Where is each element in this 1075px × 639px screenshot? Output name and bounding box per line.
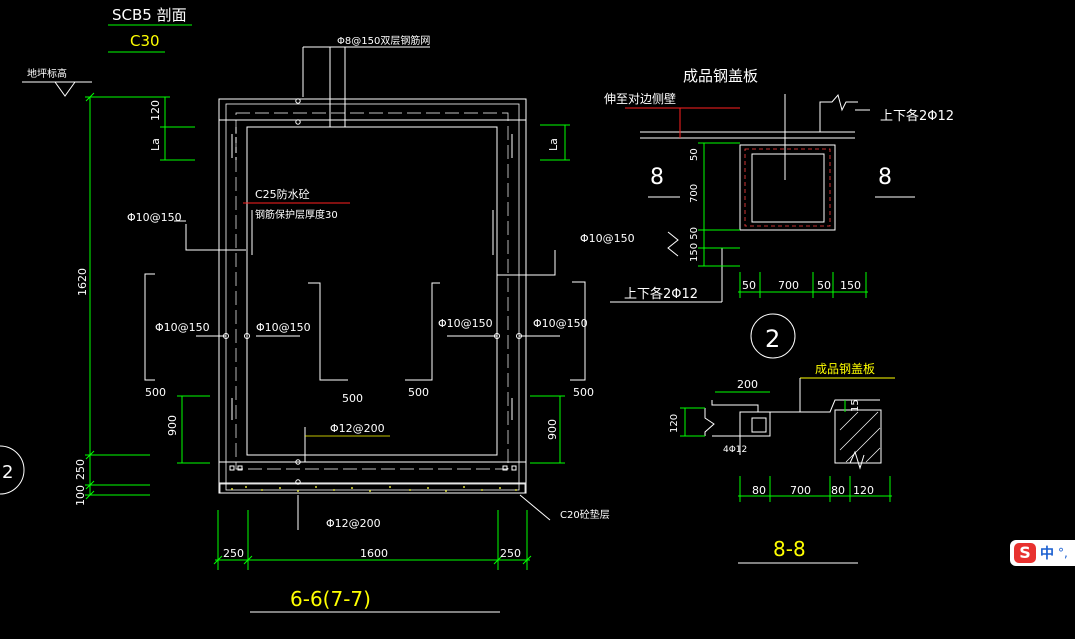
partial-circle-num: 2 <box>2 462 13 483</box>
ground-marker <box>22 81 92 97</box>
top-bottom-left: 上下各2Φ12 <box>624 286 698 302</box>
c20-leader <box>519 494 551 521</box>
phi10-left-top: Φ10@150 <box>127 211 182 224</box>
d8-50: 50 <box>742 279 756 292</box>
top-bottom-right: 上下各2Φ12 <box>880 108 954 124</box>
dim-900-right: 900 <box>546 419 559 440</box>
cushion-hatch <box>219 483 526 494</box>
h8-150-50: 150 50 <box>689 227 700 262</box>
bot-1600: 1600 <box>360 547 388 560</box>
sogou-logo-icon[interactable]: S <box>1014 543 1036 563</box>
extend-wall-label: 伸至对边侧壁 <box>604 91 676 106</box>
h8-50b: 50 <box>817 279 831 292</box>
d2-120: 120 <box>669 414 680 433</box>
detail-top-dims <box>698 142 868 298</box>
rebar-stubs <box>231 134 513 420</box>
hatch <box>839 411 881 463</box>
h8-150: 150 <box>840 279 861 292</box>
section-8-right: 8 <box>878 165 892 190</box>
dim-500-b: 500 <box>342 392 363 405</box>
ime-language[interactable]: 中 <box>1040 546 1054 562</box>
la-right: La <box>547 138 560 151</box>
title-88: 8-8 <box>773 537 806 561</box>
text-layer: SCB5 剖面 C30 地坪标高 Φ8@150双层钢筋网 C25防水砼 钢筋保护… <box>2 6 954 611</box>
ime-status-bar[interactable]: S 中 °, <box>1010 540 1075 566</box>
view-title: 6-6(7-7) <box>290 587 371 611</box>
section-title: SCB5 剖面 <box>112 6 187 24</box>
top-rebar-leader <box>302 46 430 127</box>
detail-top <box>610 93 915 303</box>
b2-80b: 80 <box>831 484 845 497</box>
cover-plate-label: 成品钢盖板 <box>815 362 875 376</box>
bot-250-right: 250 <box>500 547 521 560</box>
phi12-top: Φ12@200 <box>330 422 385 435</box>
circle-num: 2 <box>765 325 780 353</box>
bot-250-left: 250 <box>223 547 244 560</box>
la-left: La <box>149 138 162 151</box>
inner-chamber <box>246 126 498 456</box>
dim-500-a: 500 <box>145 386 166 399</box>
detail-2-dims <box>680 391 892 502</box>
dim-900-left: 900 <box>166 415 179 436</box>
partial-circle <box>0 445 25 495</box>
waterproof-label: C25防水砼 <box>255 187 310 201</box>
top-rebar-label: Φ8@150双层钢筋网 <box>337 34 430 47</box>
rebar-dots <box>223 98 522 485</box>
detail-circle <box>750 313 796 359</box>
phi10-a: Φ10@150 <box>155 321 210 334</box>
phi10-d: Φ10@150 <box>533 317 588 330</box>
dim-500-c: 500 <box>408 386 429 399</box>
dim-500-d: 500 <box>573 386 594 399</box>
cover-plate-title: 成品钢盖板 <box>683 67 758 85</box>
h8-700: 700 <box>689 184 700 203</box>
dim-250-left: 250 <box>74 459 87 480</box>
d8-700: 700 <box>778 279 799 292</box>
rebar-outline <box>235 112 509 470</box>
b2-700: 700 <box>790 484 811 497</box>
phi10-c: Φ10@150 <box>438 317 493 330</box>
cover-label: 钢筋保护层厚度30 <box>255 208 338 221</box>
dim-100: 100 <box>74 485 87 506</box>
dim-1620: 1620 <box>76 268 89 296</box>
ime-punctuation[interactable]: °, <box>1058 546 1068 560</box>
dim-120: 120 <box>149 100 162 121</box>
h8-50a: 50 <box>689 148 700 161</box>
phi12-bottom: Φ12@200 <box>326 517 381 530</box>
d2-15: 15 <box>850 399 861 412</box>
b2-80a: 80 <box>752 484 766 497</box>
phi10-right-top: Φ10@150 <box>580 232 635 245</box>
section-8-left: 8 <box>650 165 664 190</box>
d2-200: 200 <box>737 378 758 391</box>
c20-label: C20砼垫层 <box>560 508 610 521</box>
bent-bars <box>144 220 586 381</box>
b2-120: 120 <box>853 484 874 497</box>
inner-outline <box>225 103 520 491</box>
concrete-grade: C30 <box>130 32 160 50</box>
dimensions <box>85 24 570 570</box>
phi10-b: Φ10@150 <box>256 321 311 334</box>
detail-2 <box>704 377 895 470</box>
dim-ticks <box>85 92 532 565</box>
d2-4phi12: 4Φ12 <box>723 445 747 455</box>
ground-elev-label: 地坪标高 <box>27 67 67 80</box>
